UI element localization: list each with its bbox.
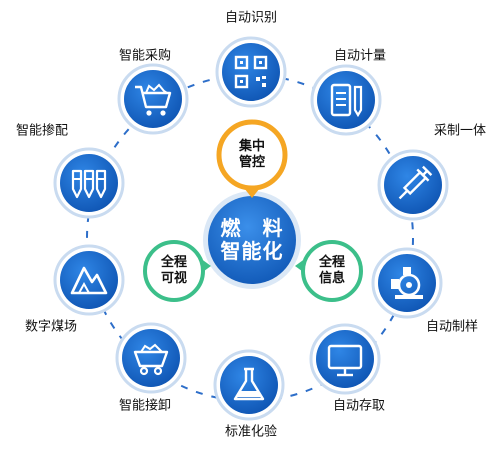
center-title-line2: 智能化 [220, 239, 284, 263]
node-7 [115, 322, 187, 394]
node-label: 自动存取 [332, 398, 386, 414]
node-1 [215, 36, 287, 108]
node-9 [53, 147, 125, 219]
node-disc [222, 43, 280, 101]
node-4 [371, 247, 443, 319]
pump-icon [391, 267, 423, 299]
hub-top-line2: 管控 [238, 155, 266, 170]
hub-left-label: 全程 可视 [161, 255, 187, 288]
flask-icon [233, 367, 265, 401]
hub-top-pointer [244, 188, 260, 198]
hub-right-line1: 全程 [318, 254, 346, 270]
coal-pile-icon [70, 266, 108, 295]
hub-right-circle [301, 240, 363, 302]
hub-left-line1: 全程 [160, 254, 188, 270]
node-label: 自动计量 [333, 48, 387, 64]
hub-right-line2: 信息 [318, 271, 346, 286]
hub-left-circle [143, 240, 205, 302]
hub-top-circle [216, 119, 288, 191]
monitor-icon [327, 344, 363, 377]
node-6 [213, 349, 285, 421]
node-disc [60, 251, 118, 309]
hub-left-line2: 可视 [160, 271, 188, 286]
node-label: 自动制样 [425, 319, 479, 335]
orbit-ring [86, 74, 414, 402]
node-disc [220, 356, 278, 414]
node-5 [309, 323, 381, 395]
node-disc [122, 329, 180, 387]
node-label: 智能采购 [118, 48, 172, 64]
node-2 [310, 64, 382, 136]
node-label: 数字煤场 [24, 319, 78, 335]
node-8 [53, 244, 125, 316]
node-label: 采制一体 [433, 123, 487, 139]
blend-icon [71, 169, 107, 199]
node-disc [124, 70, 182, 128]
node-disc [384, 156, 442, 214]
hub-top-line1: 集中 [238, 138, 266, 154]
node-label: 标准化验 [224, 424, 278, 440]
clipboard-pen-icon [330, 83, 363, 118]
hub-right-label: 全程 信息 [319, 255, 345, 288]
node-label: 智能掺配 [15, 123, 69, 139]
node-label: 自动识别 [224, 10, 278, 26]
syringe-icon [398, 165, 433, 200]
center-circle [208, 196, 296, 284]
center-title-line1: 燃 料 [220, 216, 284, 240]
node-disc [60, 154, 118, 212]
hub-top-label: 集中 管控 [239, 139, 265, 172]
node-label: 智能接卸 [118, 398, 172, 414]
qr-code-icon [234, 55, 268, 89]
node-3 [377, 149, 449, 221]
node-10 [117, 63, 189, 135]
shopping-cart-icon [135, 83, 172, 116]
node-disc [316, 330, 374, 388]
center-title: 燃 料 智能化 [221, 217, 284, 263]
mine-cart-icon [133, 343, 169, 376]
